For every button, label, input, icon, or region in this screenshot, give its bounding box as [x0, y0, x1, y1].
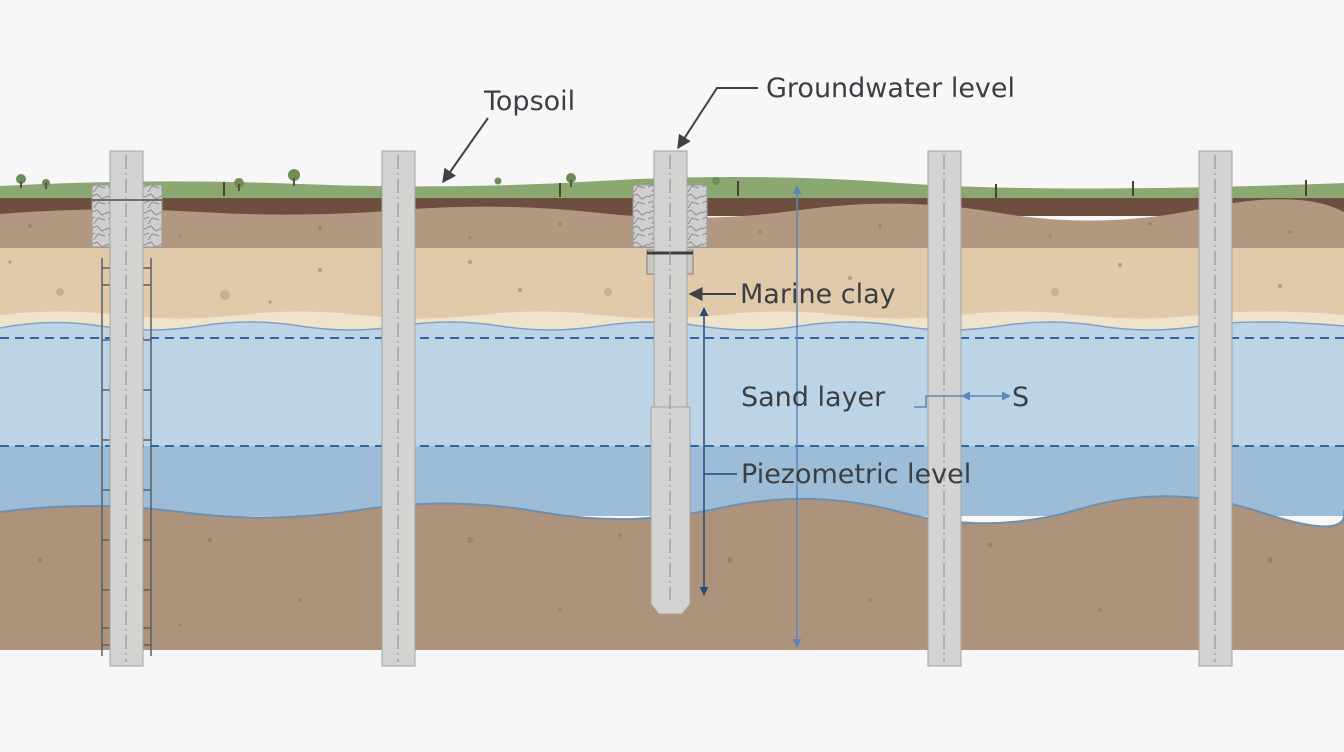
soil-speckles: [8, 222, 1292, 627]
groundwater-level-label: Groundwater level: [766, 73, 1016, 104]
lower-water-boundary: [0, 495, 1344, 528]
piezometric-level-label: Piezometric level: [741, 459, 972, 490]
pile-5: [1198, 150, 1233, 667]
sand-layer-label: Sand layer: [741, 382, 886, 413]
pile-1: [91, 150, 163, 667]
spacing-label: S: [1012, 382, 1030, 413]
surface-details: [16, 169, 1307, 198]
topsoil-leader: [442, 117, 489, 184]
pile-3: [632, 150, 708, 615]
marine-clay-label: Marine clay: [740, 279, 896, 310]
topsoil-label: Topsoil: [484, 86, 576, 117]
pile-4: [927, 150, 962, 667]
groundwater-leader: [677, 87, 758, 150]
pile-2: [381, 150, 416, 667]
spacing-leader: [914, 395, 962, 408]
